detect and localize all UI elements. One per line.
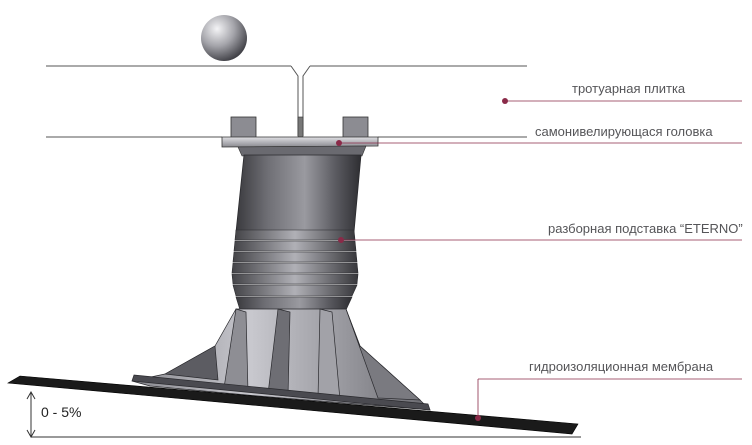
thread-rings <box>231 229 359 311</box>
support-leader-dot <box>338 237 344 243</box>
membrane-leader-dot <box>475 415 481 421</box>
waterproofing-membrane <box>7 375 579 435</box>
label-membrane: гидроизоляционная мембрана <box>529 359 714 374</box>
head-leader-dot <box>336 140 342 146</box>
self-leveling-head <box>221 136 379 157</box>
label-slope: 0 - 5% <box>41 404 82 420</box>
label-tile: тротуарная плитка <box>572 81 686 96</box>
label-head: самонивелирующася головка <box>535 124 713 139</box>
slope-indicator <box>26 390 581 439</box>
label-support: разборная подставка “ETERNO” <box>548 221 743 236</box>
tile-layer <box>46 65 527 138</box>
upper-cylinder <box>235 154 362 233</box>
leader-dots <box>336 98 508 421</box>
tile-leader-dot <box>502 98 508 104</box>
head-tabs <box>230 116 369 139</box>
sphere-icon <box>201 15 247 61</box>
base-flange <box>131 308 431 411</box>
leader-lines <box>339 100 742 418</box>
